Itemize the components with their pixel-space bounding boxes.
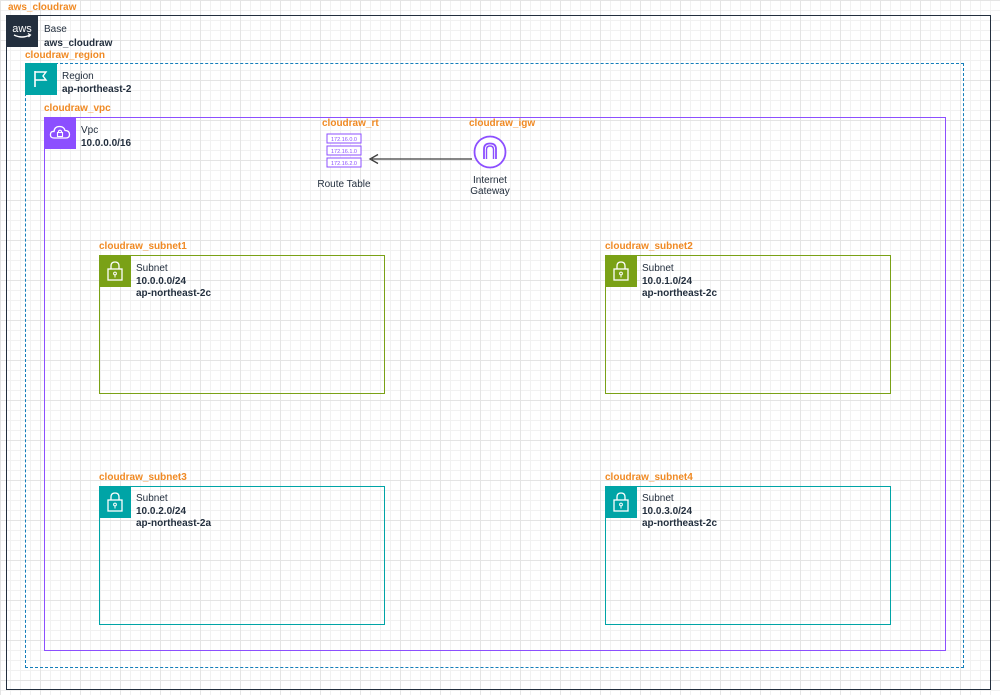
igw-label-line1: Internet [473, 175, 507, 186]
subnet4-lock-icon [605, 486, 637, 518]
internet-gateway-icon[interactable] [473, 135, 507, 169]
subnet2-container[interactable] [605, 255, 891, 394]
subnet3-cidr: 10.0.2.0/24 [136, 506, 187, 517]
subnet2-lock-icon [605, 255, 637, 287]
svg-text:172.16.0.0: 172.16.0.0 [331, 137, 357, 143]
region-flag-icon [25, 63, 57, 95]
svg-text:aws: aws [12, 23, 32, 35]
subnet1-type-label: Subnet [136, 263, 168, 274]
subnet1-lock-icon [99, 255, 131, 287]
vpc-cidr: 10.0.0.0/16 [81, 138, 132, 149]
base-name: aws_cloudraw [44, 38, 113, 49]
route-table-tag: cloudraw_rt [322, 118, 379, 129]
subnet1-tag: cloudraw_subnet1 [99, 241, 187, 252]
igw-label-line2: Gateway [470, 186, 510, 197]
subnet3-tag: cloudraw_subnet3 [99, 472, 187, 483]
svg-text:172.16.2.0: 172.16.2.0 [331, 161, 357, 167]
igw-to-rt-arrow [368, 152, 472, 165]
subnet1-az: ap-northeast-2c [136, 288, 212, 299]
region-tag: cloudraw_region [25, 50, 106, 61]
subnet3-container[interactable] [99, 486, 385, 625]
subnet4-container[interactable] [605, 486, 891, 625]
aws-logo-icon: aws [6, 15, 38, 47]
vpc-tag: cloudraw_vpc [44, 103, 111, 114]
subnet4-tag: cloudraw_subnet4 [605, 472, 693, 483]
igw-tag: cloudraw_igw [469, 118, 536, 129]
vpc-type-label: Vpc [81, 125, 99, 136]
region-type-label: Region [62, 71, 94, 82]
subnet3-type-label: Subnet [136, 493, 168, 504]
base-container[interactable] [6, 15, 991, 690]
subnet2-cidr: 10.0.1.0/24 [642, 276, 693, 287]
subnet1-cidr: 10.0.0.0/24 [136, 276, 187, 287]
subnet4-cidr: 10.0.3.0/24 [642, 506, 693, 517]
route-table-icon[interactable]: 172.16.0.0 172.16.1.0 172.16.2.0 [326, 133, 362, 169]
subnet3-az: ap-northeast-2a [136, 518, 212, 529]
subnet1-container[interactable] [99, 255, 385, 394]
region-container[interactable] [25, 63, 964, 668]
subnet4-az: ap-northeast-2c [642, 518, 718, 529]
base-type-label: Base [44, 24, 67, 35]
route-table-label: Route Table [317, 179, 371, 190]
subnet2-tag: cloudraw_subnet2 [605, 241, 693, 252]
vpc-cloud-icon [44, 117, 76, 149]
svg-text:172.16.1.0: 172.16.1.0 [331, 149, 357, 155]
subnet3-lock-icon [99, 486, 131, 518]
subnet4-type-label: Subnet [642, 493, 674, 504]
subnet2-az: ap-northeast-2c [642, 288, 718, 299]
subnet2-type-label: Subnet [642, 263, 674, 274]
base-tag: aws_cloudraw [8, 2, 77, 13]
region-name: ap-northeast-2 [62, 84, 132, 95]
vpc-container[interactable] [44, 117, 946, 651]
